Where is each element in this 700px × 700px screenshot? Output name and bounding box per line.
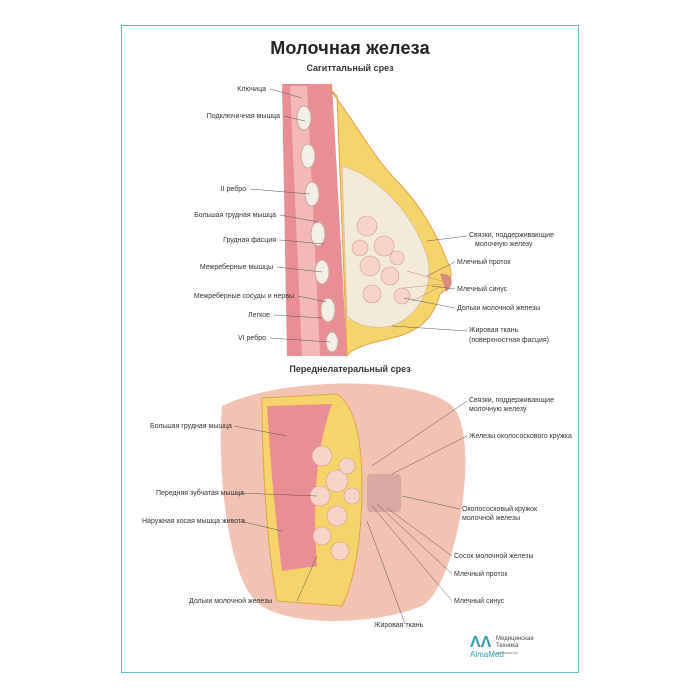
label-areolar-glands: Железы околососкового кружка xyxy=(469,433,572,440)
label-external-oblique: Наружная косая мышца живота xyxy=(142,518,245,525)
label-suspensory-ligaments-2: молочную железу xyxy=(475,241,533,248)
label-intercostal-vessels: Межреберные сосуды и нервы xyxy=(193,293,294,300)
label-intercostal-muscles: Межреберные мышцы xyxy=(199,264,273,271)
page-title: Молочная железа xyxy=(270,38,430,58)
label-nipple: Сосок молочной железы xyxy=(454,553,534,560)
brand-name: AlmaMed xyxy=(470,650,504,659)
label-rib-2: II ребро xyxy=(220,186,246,193)
label-lactiferous-sinus-2: Млечный синус xyxy=(454,598,505,605)
label-lung: Легкое xyxy=(248,312,270,319)
label-pectoral-fascia: Грудная фасция xyxy=(223,237,276,244)
label-clavicle: Ключица xyxy=(237,86,266,93)
brand-line-2: Техника xyxy=(496,643,519,649)
label-pectoralis-major: Большая грудная мышца xyxy=(194,212,276,219)
label-fat-tissue-2: Жировая ткань xyxy=(374,622,424,629)
label-superficial-fascia: (поверхностная фасция) xyxy=(469,337,550,344)
label-subclavius: Подключичная мышца xyxy=(206,113,280,120)
label-lobules-2: Дольки молочной железы xyxy=(189,598,273,605)
label-suspensory-ligaments-b: Связки, поддерживающие xyxy=(469,397,554,404)
label-areola-2: молочной железы xyxy=(462,515,521,522)
label-pectoralis-major-2: Большая грудная мышца xyxy=(150,423,232,430)
anterolateral-section-drawing xyxy=(220,383,466,621)
label-serratus-anterior: Передняя зубчатая мышца xyxy=(156,490,245,497)
sagittal-section-drawing xyxy=(282,84,452,358)
label-suspensory-ligaments-b2: молочную железу xyxy=(469,406,527,413)
brand-site: almamed.su xyxy=(496,650,518,655)
brand-block: ΛΛ Медицинская Техника almamed.su AlmaMe… xyxy=(470,634,580,664)
label-fat-tissue: Жировая ткань xyxy=(469,327,519,334)
label-rib-6: VI ребро xyxy=(237,335,266,342)
almamed-logo-icon: ΛΛ xyxy=(470,634,492,651)
anatomy-illustration xyxy=(220,84,468,625)
brand-line-1: Медицинская xyxy=(496,636,534,642)
poster-frame: Молочная железа Сагиттальный срез Передн… xyxy=(121,25,579,673)
section1-subtitle: Сагиттальный срез xyxy=(306,63,394,73)
label-lactiferous-sinus: Млечный синус xyxy=(457,286,508,293)
leader-lines xyxy=(233,88,468,625)
label-lactiferous-duct-2: Млечный проток xyxy=(454,571,508,578)
label-suspensory-ligaments: Связки, поддерживающие xyxy=(469,232,554,239)
label-lactiferous-duct: Млечный проток xyxy=(457,259,511,266)
section2-subtitle: Переднелатеральный срез xyxy=(289,364,411,374)
label-areola: Околососковый кружок xyxy=(462,506,538,513)
label-lobules: Дольки молочной железы xyxy=(457,305,541,312)
